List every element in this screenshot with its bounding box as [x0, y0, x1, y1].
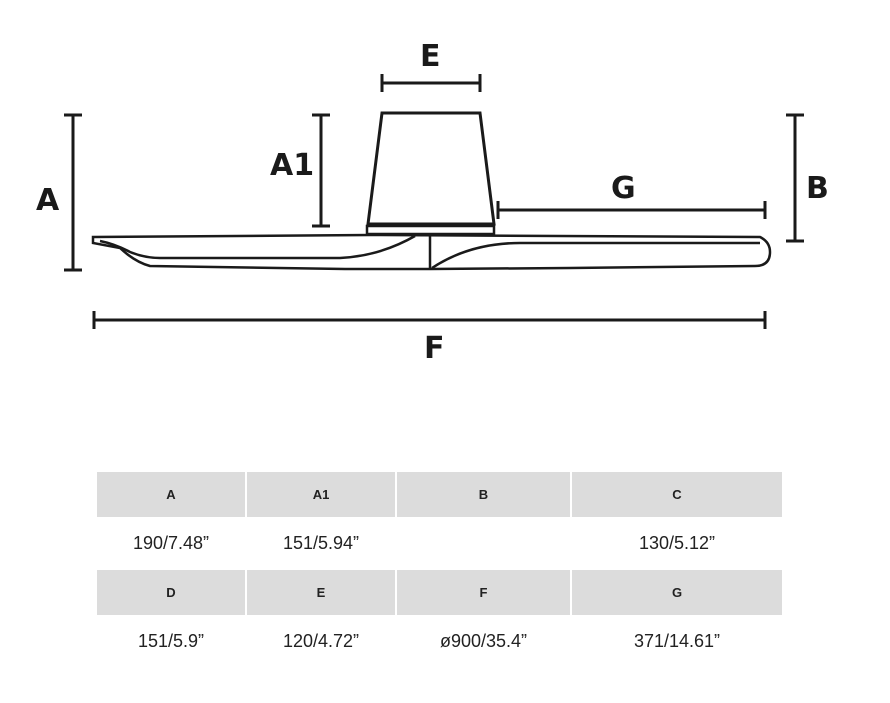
motor-base	[365, 224, 496, 236]
header-cell: D	[97, 570, 245, 615]
motor-housing	[366, 111, 496, 226]
dimensions-table: A A1 B C 190/7.48” 151/5.94” 130/5.12” D…	[97, 472, 782, 668]
dimension-g	[496, 201, 767, 219]
label-b: B	[806, 171, 829, 206]
header-cell: F	[397, 570, 570, 615]
header-cell: E	[247, 570, 395, 615]
value-cell: 371/14.61”	[633, 631, 721, 651]
dimension-e	[380, 74, 482, 92]
value-cell: 130/5.12”	[638, 533, 716, 553]
dimension-b	[786, 113, 804, 243]
header-cell: A1	[247, 472, 395, 517]
value-cell: 151/5.9”	[137, 631, 205, 651]
header-cell: G	[572, 570, 782, 615]
label-a: A	[36, 183, 60, 218]
label-a1: A1	[270, 148, 314, 183]
value-cell: 190/7.48”	[132, 533, 210, 553]
value-cell: 151/5.94”	[282, 533, 360, 553]
value-cell	[397, 517, 570, 570]
dimension-a	[64, 113, 82, 272]
fan-blades	[91, 233, 772, 271]
value-cell: ø900/35.4”	[439, 631, 528, 651]
header-cell: C	[572, 472, 782, 517]
value-cell: 120/4.72”	[282, 631, 360, 651]
label-f: F	[424, 331, 445, 366]
header-cell: B	[397, 472, 570, 517]
dimension-a1	[312, 113, 330, 228]
fan-dimension-diagram: A A1 E G B F	[36, 39, 829, 366]
label-g: G	[611, 171, 636, 206]
label-e: E	[420, 39, 441, 74]
dimension-f	[92, 311, 767, 329]
header-cell: A	[97, 472, 245, 517]
